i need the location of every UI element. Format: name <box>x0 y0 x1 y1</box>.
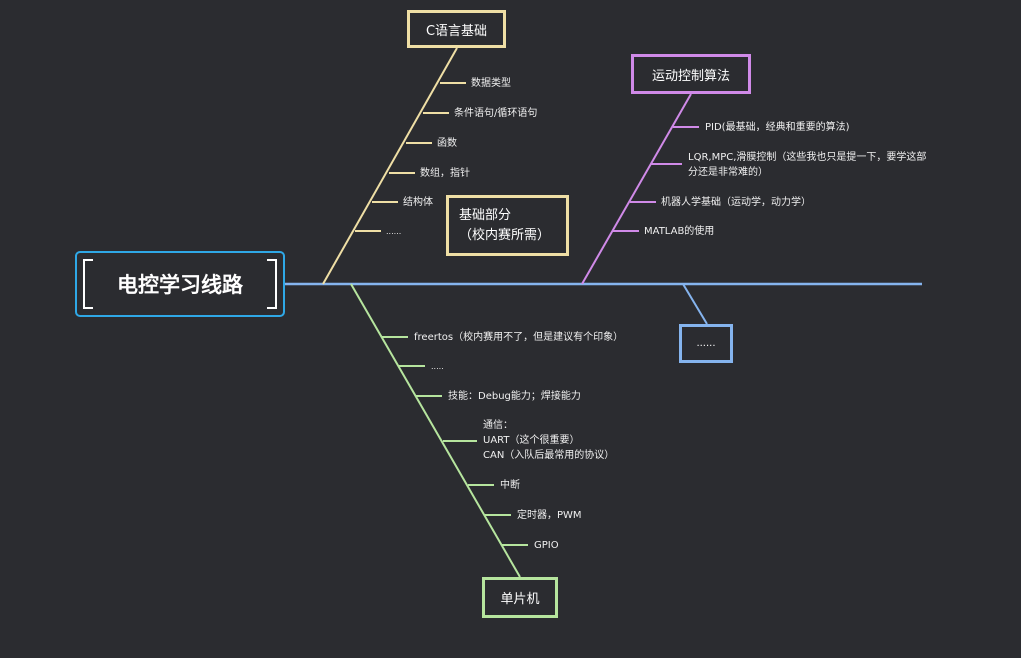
motion-branch-line <box>581 93 692 285</box>
mcu-branch-line <box>350 283 521 578</box>
right-bracket-icon <box>267 259 277 309</box>
mcu-item[interactable]: freertos（校内赛用不了，但是建议有个印象） <box>414 332 624 343</box>
motion-item[interactable]: 机器人学基础（运动学，动力学） <box>661 197 811 208</box>
c-item[interactable]: 结构体 <box>403 197 433 208</box>
c-basics-title: C语言基础 <box>425 23 488 39</box>
c-item[interactable]: 条件语句/循环语句 <box>454 108 538 119</box>
root-node[interactable]: 电控学习线路 <box>75 251 285 317</box>
basics-note-node[interactable]: 基础部分 （校内赛所需） <box>446 195 569 256</box>
basics-note-line2: （校内赛所需） <box>459 227 551 243</box>
c-item[interactable]: ...... <box>386 227 402 236</box>
c-item[interactable]: 数组，指针 <box>420 168 470 179</box>
left-bracket-icon <box>83 259 93 309</box>
mcu-title: 单片机 <box>500 592 540 607</box>
mcu-comm-label: 通信： <box>483 420 513 431</box>
motion-item[interactable]: MATLAB的使用 <box>644 226 715 237</box>
motion-item[interactable]: PID(最基础，经典和重要的算法) <box>705 122 850 133</box>
mcu-item[interactable]: ..... <box>431 362 444 371</box>
more-title: ...... <box>696 338 716 349</box>
basics-note-line1: 基础部分 <box>459 207 512 223</box>
mcu-comm-item[interactable]: 通信： UART（这个很重要） CAN（入队后最常用的协议） <box>483 418 614 463</box>
c-branch-line <box>322 47 458 285</box>
more-branch-line <box>682 283 708 325</box>
motion-control-title: 运动控制算法 <box>651 68 730 84</box>
mcu-node[interactable]: 单片机 <box>482 577 558 618</box>
motion-control-node[interactable]: 运动控制算法 <box>631 54 751 94</box>
mcu-item[interactable]: GPIO <box>534 540 559 551</box>
mcu-comm-uart: UART（这个很重要） <box>483 435 580 446</box>
root-title: 电控学习线路 <box>117 273 243 297</box>
mcu-item[interactable]: 技能：Debug能力；焊接能力 <box>448 391 581 402</box>
mcu-item[interactable]: 中断 <box>500 480 520 491</box>
c-item[interactable]: 函数 <box>437 138 457 149</box>
mcu-item[interactable]: 定时器，PWM <box>517 510 582 521</box>
more-node[interactable]: ...... <box>679 324 733 363</box>
mcu-comm-can: CAN（入队后最常用的协议） <box>483 450 615 461</box>
motion-item[interactable]: LQR,MPC,滑膜控制（这些我也只是提一下，要学这部分还是非常难的） <box>688 152 927 178</box>
c-item[interactable]: 数据类型 <box>471 78 511 89</box>
c-basics-node[interactable]: C语言基础 <box>407 10 506 48</box>
